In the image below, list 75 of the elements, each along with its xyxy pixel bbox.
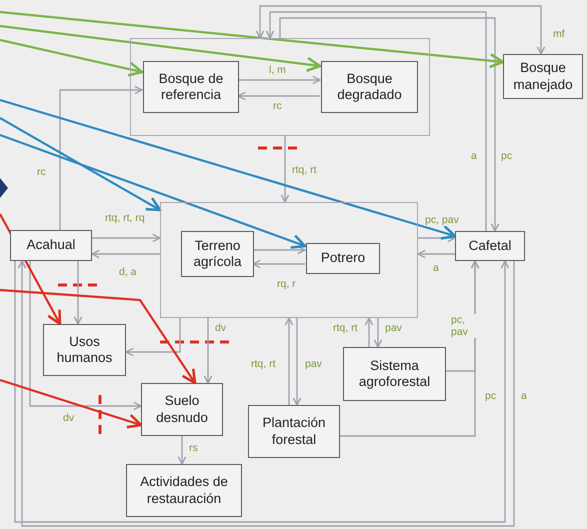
process-box (248, 405, 340, 458)
arrow (0, 378, 142, 428)
arrow (417, 250, 455, 258)
arrow (256, 5, 546, 55)
arrow (253, 246, 306, 254)
arrow (0, 38, 144, 77)
arrow (252, 260, 305, 268)
edge-label: pc (500, 150, 514, 162)
process-box (503, 54, 583, 99)
arrow (238, 76, 321, 84)
edge-label: a (520, 390, 528, 402)
arrow (340, 260, 480, 437)
process-box (343, 347, 446, 401)
node-label: Actividades de restauración (139, 474, 229, 507)
edge-label: rc (36, 166, 47, 178)
node-label: Sistema agroforestal (358, 358, 432, 390)
edge-label: rc (272, 100, 283, 112)
node-label: Bosque de referencia (158, 70, 224, 104)
arrow (237, 92, 320, 100)
process-box (455, 231, 525, 261)
arrow (204, 318, 212, 384)
process-box (10, 230, 92, 261)
edge-label: dv (214, 322, 228, 334)
node-label: Terreno agrícola (192, 238, 243, 270)
node-label: Bosque manejado (512, 60, 574, 93)
arrow (0, 134, 306, 249)
arrow (284, 317, 294, 405)
edge-label: d, a (118, 266, 138, 278)
edge-label: rtq, rt (291, 164, 318, 176)
arrow (418, 234, 456, 242)
arrow (91, 250, 160, 258)
group-box (130, 38, 430, 136)
arrow (0, 213, 62, 326)
edge-label: l, m (268, 64, 287, 76)
arrow (29, 261, 142, 410)
arrow (364, 317, 374, 347)
edge-label: a (432, 262, 440, 274)
edge-label: rtq, rt (332, 322, 359, 334)
arrow (125, 318, 181, 356)
edge-label: pc (484, 390, 498, 402)
node-label: Suelo desnudo (155, 393, 209, 426)
node-label: Plantación forestal (261, 415, 327, 448)
node-label: Usos humanos (56, 334, 114, 366)
arrow (374, 318, 382, 348)
edge-label: a (470, 150, 478, 162)
edge-label: rs (188, 442, 199, 454)
arrow (0, 98, 456, 240)
arrow (59, 86, 143, 230)
arrow (0, 24, 322, 72)
node-label: Acahual (26, 237, 76, 254)
process-box (306, 243, 380, 274)
node-label: Potrero (320, 250, 366, 267)
node-label: Bosque degradado (336, 70, 403, 104)
arrow (74, 261, 82, 325)
arrow (178, 436, 186, 465)
edge-label: pc, pav (424, 214, 460, 226)
process-box (141, 383, 223, 436)
edge-label: dv (62, 412, 76, 424)
arrow (292, 318, 302, 406)
group-box (160, 202, 418, 318)
arrow (0, 117, 162, 212)
edge-label: pav (304, 358, 323, 370)
node-label: Cafetal (468, 238, 512, 254)
process-box (321, 61, 418, 113)
arrow (280, 136, 290, 203)
edge-label: rq, r (276, 278, 297, 290)
arrow (92, 234, 161, 242)
process-box (181, 231, 254, 277)
edge-label: pav (384, 322, 403, 334)
arrow (0, 288, 196, 384)
process-box (126, 464, 242, 517)
process-box (43, 324, 126, 376)
arrow (0, 10, 504, 68)
process-box (143, 61, 239, 113)
edge-label: rtq, rt (250, 358, 277, 370)
